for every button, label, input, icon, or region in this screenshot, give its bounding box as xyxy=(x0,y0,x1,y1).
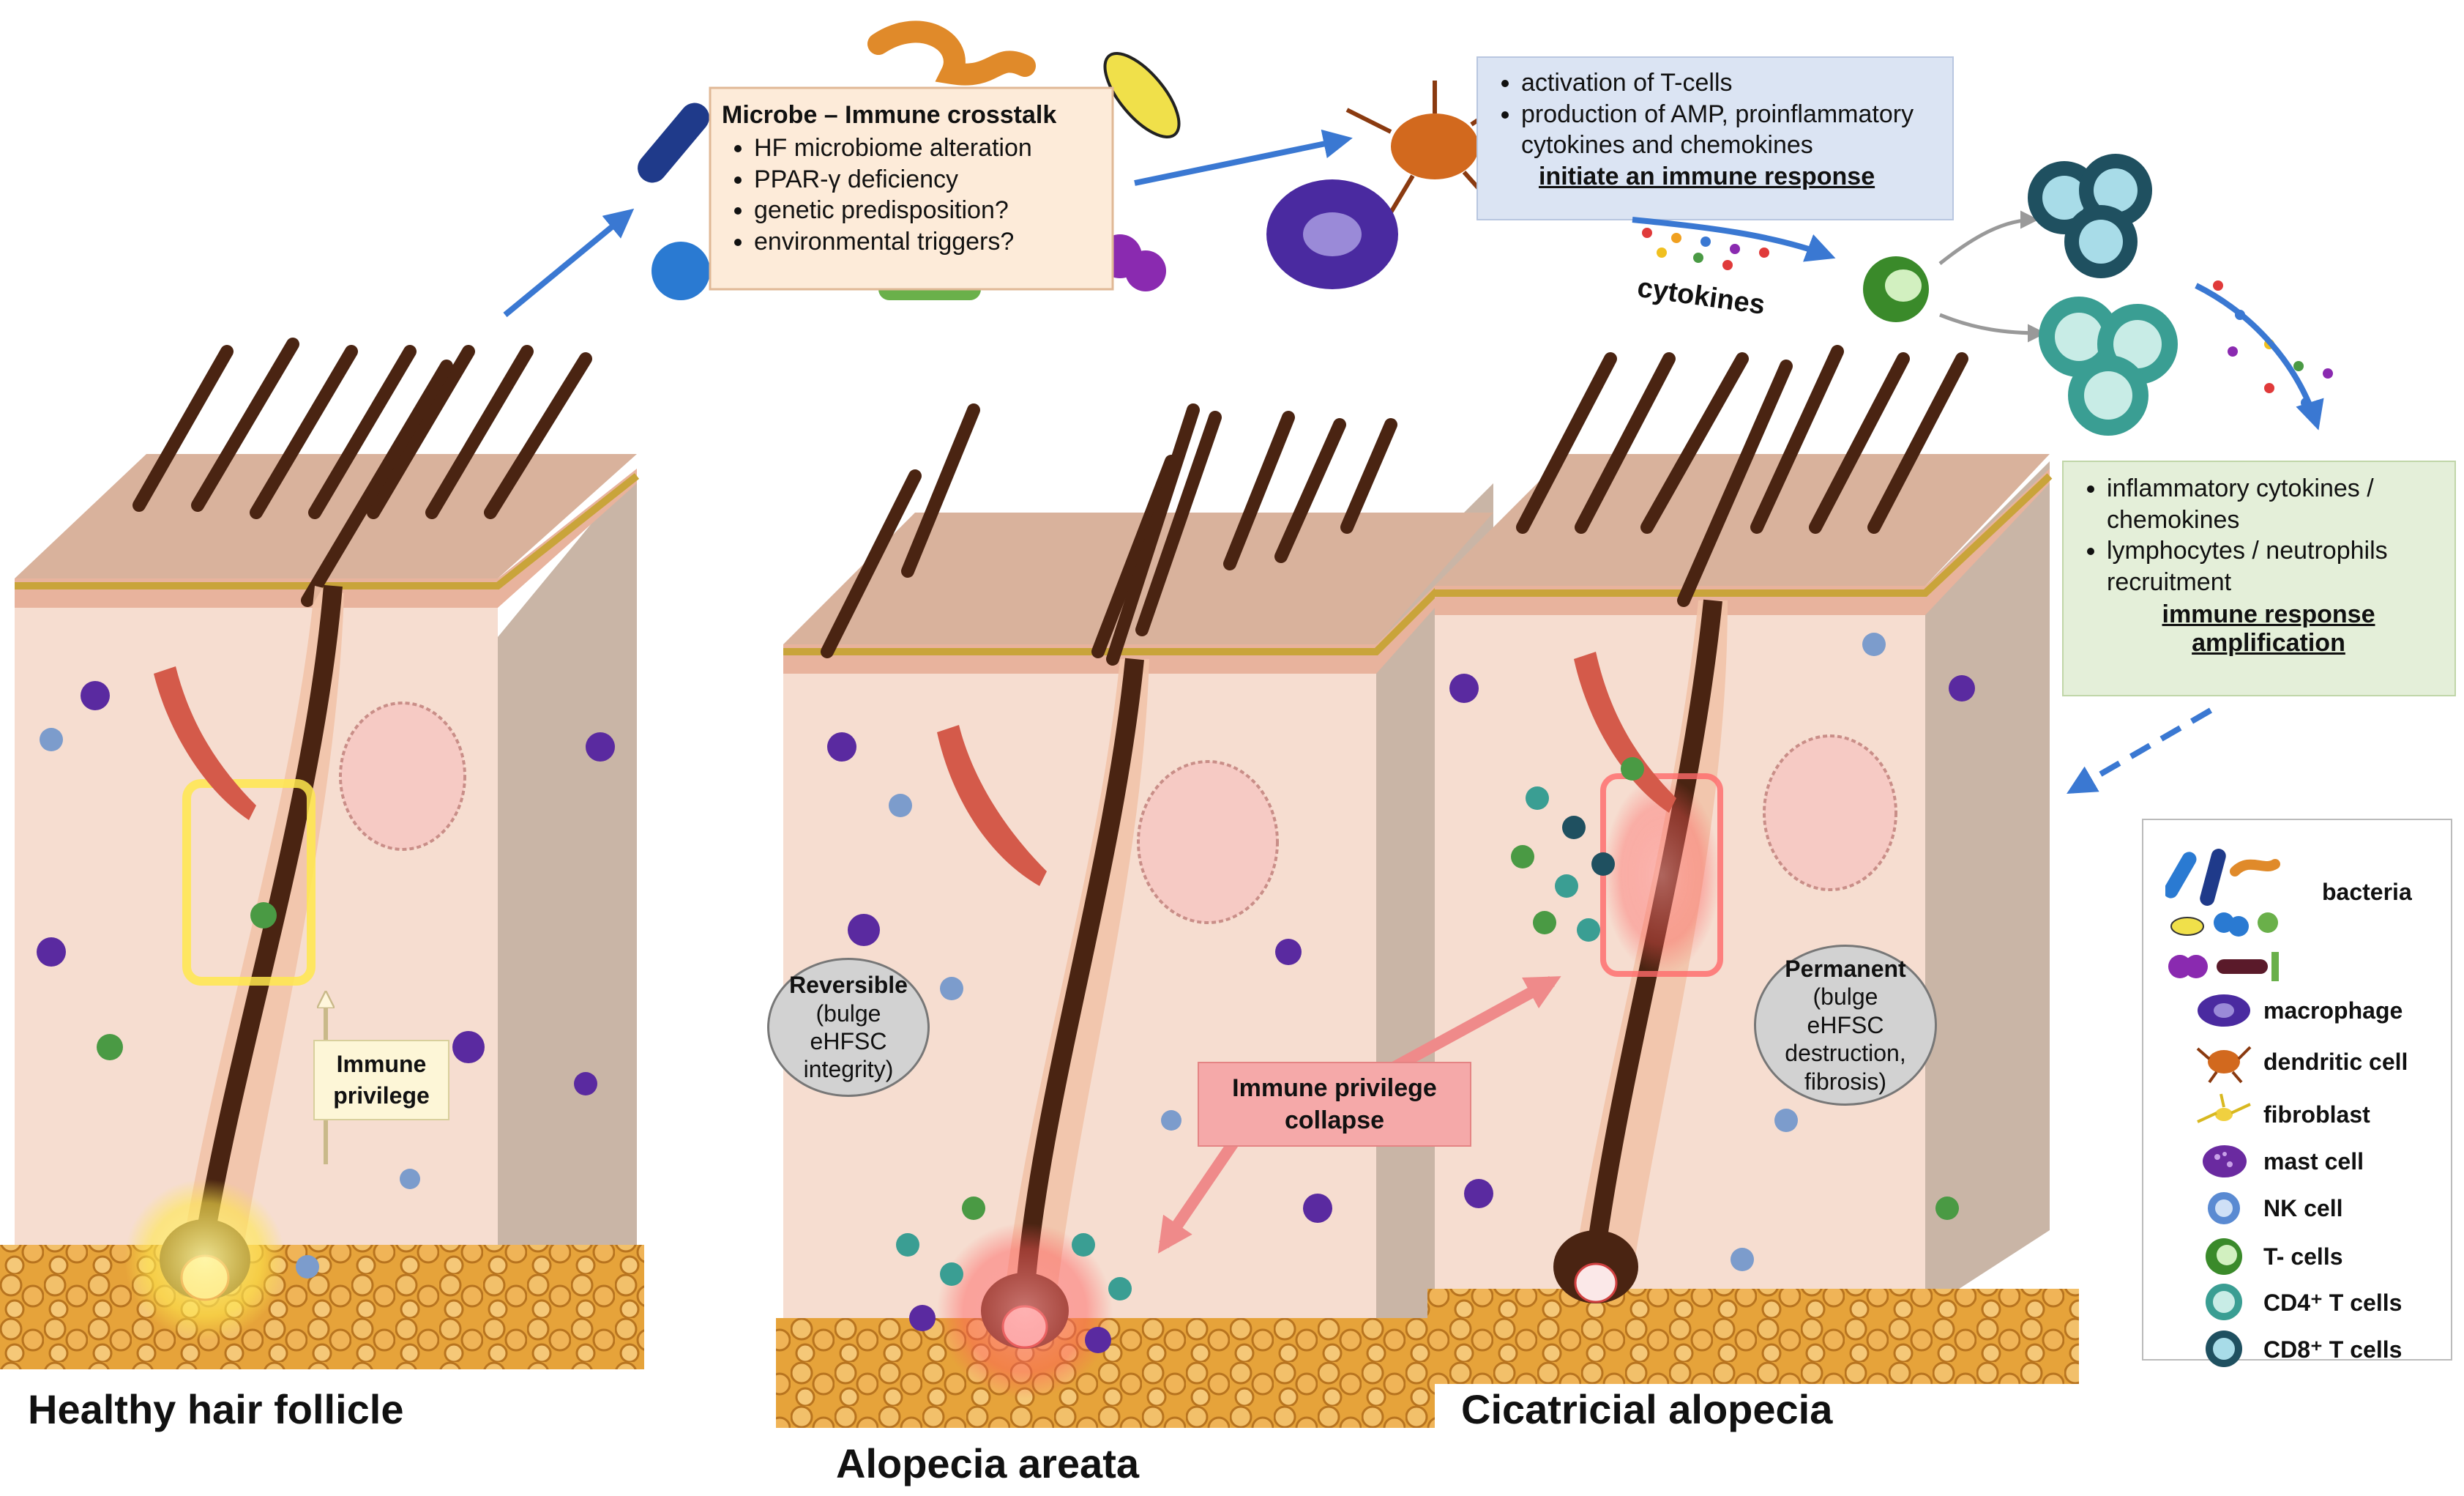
legend-label: CD4⁺ T cells xyxy=(2263,1290,2403,1316)
bacteria-icon xyxy=(2165,849,2280,937)
amplification-item: inflammatory cytokines / chemokines xyxy=(2107,473,2444,535)
activation-item: activation of T-cells xyxy=(1521,67,1941,99)
fibroblast-icon xyxy=(2197,1093,2251,1123)
immune-privilege-label: Immune privilege xyxy=(313,1040,449,1121)
collapse-arrow-cicatricial xyxy=(1388,975,1561,1075)
permanent-ellipse: Permanent (bulge eHFSC destruction, fibr… xyxy=(1754,945,1937,1106)
cd8-cluster xyxy=(2028,154,2152,278)
microbe-box-title: Microbe – Immune crosstalk xyxy=(722,101,1057,129)
dendritic-cell-icon xyxy=(2196,1046,2252,1084)
microbe-item: genetic predisposition? xyxy=(754,195,1101,226)
activation-box: activation of T-cells production of AMP,… xyxy=(1479,59,1952,218)
arrow-to-dendritic xyxy=(1134,129,1353,186)
amplification-box: inflammatory cytokines / chemokines lymp… xyxy=(2064,464,2454,693)
legend-label: bacteria xyxy=(2322,879,2412,905)
legend-label: fibroblast xyxy=(2263,1101,2370,1128)
cd4-cell-icon xyxy=(2206,1284,2242,1320)
legend-row: T- cells xyxy=(2143,1235,2451,1279)
permanent-detail: (bulge eHFSC destruction, fibrosis) xyxy=(1785,983,1906,1095)
arrow-cytokines xyxy=(1632,217,1836,262)
title-cicatricial: Cicatricial alopecia xyxy=(1461,1386,1833,1432)
collapse-label: Immune privilege collapse xyxy=(1198,1062,1471,1147)
reversible-title: Reversible xyxy=(789,972,908,999)
legend-label: CD8⁺ T cells xyxy=(2263,1336,2403,1363)
cytokine-dots xyxy=(1642,228,1769,270)
microbe-box-bg xyxy=(709,86,1114,291)
legend-row: NK cell xyxy=(2143,1186,2451,1230)
legend-row: CD4⁺ T cells xyxy=(2143,1280,2451,1324)
healthy-skin-block xyxy=(0,338,644,1369)
title-areata: Alopecia areata xyxy=(836,1440,1139,1486)
amplification-item: lymphocytes / neutrophils recruitment xyxy=(2107,535,2444,598)
legend-row: dendritic cell xyxy=(2143,1040,2451,1084)
microbe-box: Microbe – Immune crosstalk HF microbiome… xyxy=(712,92,1111,287)
amplification-conclusion: immune response amplification xyxy=(2162,600,2375,657)
legend-row: macrophage xyxy=(2143,989,2451,1032)
mast-cell-icon xyxy=(2203,1145,2247,1177)
activation-conclusion: initiate an immune response xyxy=(1539,162,1875,190)
legend-label: NK cell xyxy=(2263,1195,2343,1221)
legend-row: bacteria xyxy=(2143,842,2451,952)
legend-row: fibroblast xyxy=(2143,1093,2451,1136)
legend-label: T- cells xyxy=(2263,1243,2343,1270)
arrow-amplify xyxy=(2195,283,2324,431)
activation-item: production of AMP, proinflammatory cytok… xyxy=(1521,99,1941,161)
t-cell-icon xyxy=(2206,1238,2242,1275)
reversible-ellipse: Reversible (bulge eHFSC integrity) xyxy=(767,958,930,1097)
arrow-return xyxy=(2067,707,2213,794)
legend-row: CD8⁺ T cells xyxy=(2143,1327,2451,1371)
legend-label: mast cell xyxy=(2263,1148,2364,1175)
activation-box-bg xyxy=(1476,56,1954,220)
reversible-detail: (bulge eHFSC integrity) xyxy=(803,1000,894,1083)
arrow-to-microbes xyxy=(503,208,635,318)
amplification-box-bg xyxy=(2062,461,2456,696)
title-healthy: Healthy hair follicle xyxy=(28,1386,404,1432)
microbe-item: environmental triggers? xyxy=(754,226,1101,258)
legend-label: macrophage xyxy=(2263,997,2403,1024)
nk-cell-icon xyxy=(2208,1192,2240,1224)
cd8-cell-icon xyxy=(2206,1331,2242,1367)
cd4-cluster xyxy=(2039,297,2178,436)
legend-row-2 xyxy=(2143,945,2451,989)
legend: bacteria macrophage dendritic cell fibro… xyxy=(2142,819,2452,1367)
areata-skin-block xyxy=(776,403,1496,1428)
cicatricial-skin-block xyxy=(1427,345,2079,1384)
microbe-item: HF microbiome alteration xyxy=(754,133,1101,164)
legend-label: dendritic cell xyxy=(2263,1049,2408,1075)
macrophage-icon xyxy=(2198,994,2250,1027)
permanent-title: Permanent xyxy=(1785,956,1906,983)
bacteria-icon-2 xyxy=(2168,952,2279,981)
microbe-item: PPAR-γ deficiency xyxy=(754,164,1101,196)
legend-row: mast cell xyxy=(2143,1139,2451,1183)
